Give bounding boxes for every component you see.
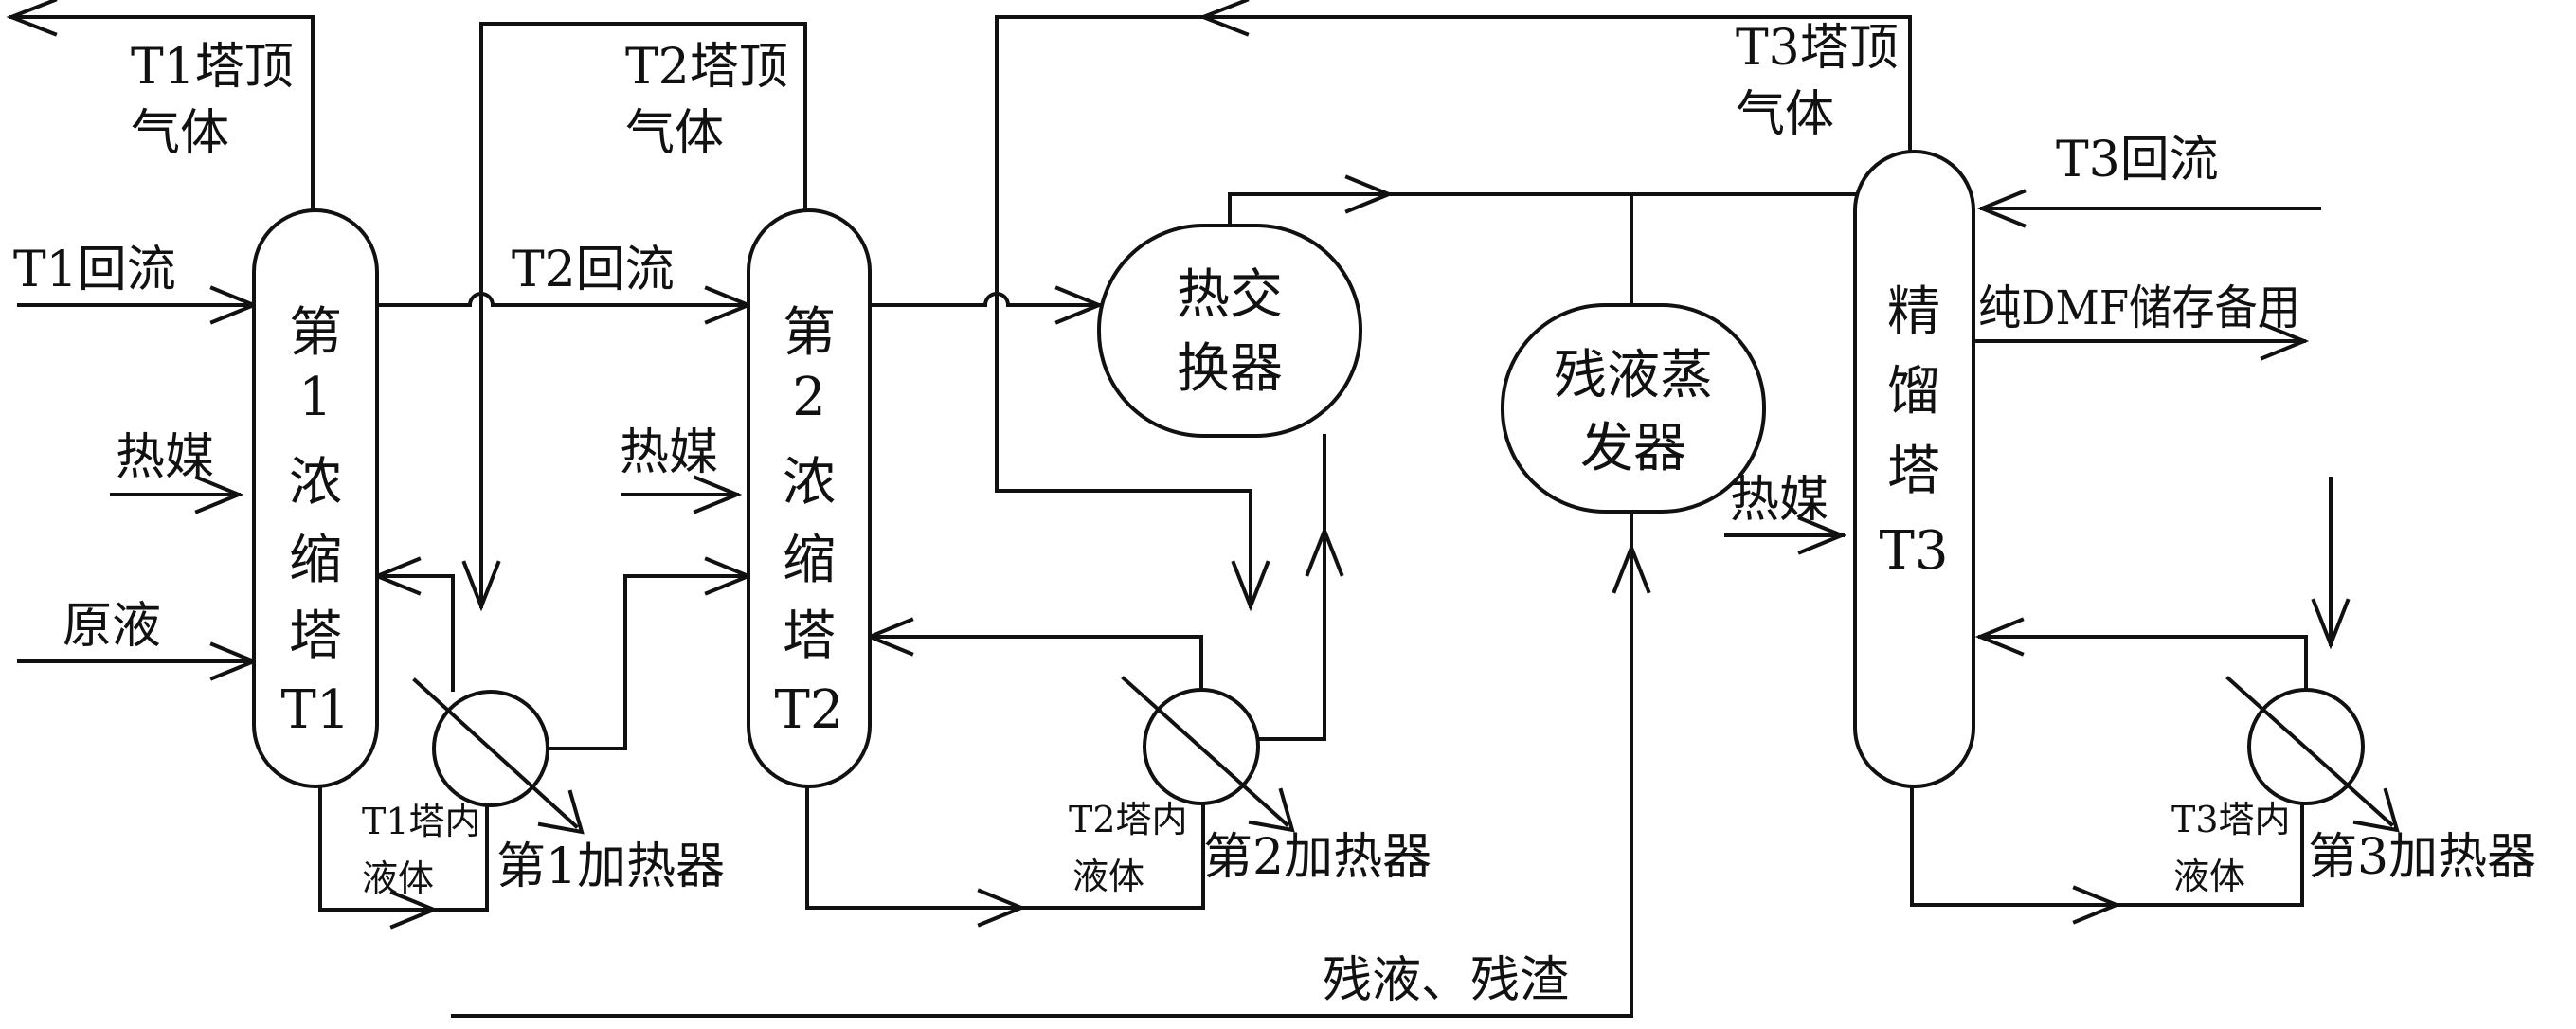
piping [9, 15, 2333, 1018]
arrow-heater1-down [461, 560, 501, 612]
t2-liquid-label-2: 液体 [1072, 856, 1144, 897]
t2-column-label-5: 塔 [783, 605, 836, 667]
heater-3-label: 第3加热器 [2308, 829, 2536, 886]
residue-evaporator-box [1501, 303, 1766, 514]
feed-label: 原液 [63, 598, 161, 655]
t2-top-gas-label-1: T2塔顶 [625, 39, 788, 96]
heater1-to-t2 [546, 574, 750, 750]
arrow-residue-up [1612, 542, 1651, 594]
t2-column-label-2: 2 [792, 367, 826, 428]
arrowheads [6, 0, 2351, 930]
heater-3-arrowhead [2352, 787, 2400, 833]
arrow-heater3-return [1974, 617, 2025, 657]
heater1-return-t1 [375, 574, 455, 692]
arrow-t3-liquid [2072, 885, 2122, 925]
t1-column-label-6: T1 [281, 679, 351, 741]
t1-column-label-5: 塔 [289, 605, 342, 667]
t1-reflux-label: T1回流 [13, 242, 176, 298]
heater-3 [2225, 676, 2400, 833]
heater2-return-t2 [868, 635, 1203, 692]
t2-liquid-label-1: T2塔内 [1069, 799, 1188, 840]
residue-evaporator-label-2: 发器 [1580, 418, 1686, 479]
heat-exchanger-label-1: 热交 [1177, 264, 1283, 326]
heater-1-diagonal [412, 677, 579, 829]
t3-column-label-1: 精 [1887, 281, 1940, 343]
t3-reflux-label: T3回流 [2056, 132, 2219, 189]
heat-exchanger-box [1097, 224, 1362, 438]
arrow-pure-dmf [2260, 321, 2310, 361]
t1-liquid-label-1: T1塔内 [362, 801, 481, 842]
t1-top-gas-label-2: 气体 [131, 105, 229, 162]
t3-column-label-3: 塔 [1887, 441, 1940, 502]
equipment [252, 150, 2400, 835]
t3-column-label-2: 馏 [1887, 361, 1940, 423]
t1-column-label-2: 1 [298, 367, 333, 428]
arrow-t1-top-gas [6, 0, 58, 37]
heat-exchanger-to-t3 [1228, 192, 1857, 227]
t1-liquid-label-2: 液体 [362, 858, 434, 899]
pure-dmf-label: 纯DMF储存备用 [1978, 280, 2300, 335]
t2-column [747, 208, 872, 788]
heater-3-diagonal [2225, 676, 2394, 827]
heat-exchanger-label-2: 换器 [1177, 338, 1283, 400]
arrow-t3-heat-medium [1797, 515, 1847, 555]
arrow-t3-top-gas [1198, 0, 1250, 37]
t1-column-label-3: 浓 [289, 452, 342, 514]
labels: 第 1 浓 缩 塔 T1 第 2 浓 缩 塔 T2 精 馏 塔 T3 热交 换器… [13, 20, 2536, 1009]
arrow-t2-heat-medium [693, 475, 743, 514]
heater-1-arrowhead [537, 789, 585, 835]
t1-column-label-1: 第 [289, 302, 342, 364]
t3-liquid-label-2: 液体 [2173, 856, 2245, 897]
arrow-t3-reflux [1976, 189, 2027, 228]
arrow-heater2-down [1231, 560, 1270, 612]
t2-reflux-label: T2回流 [512, 242, 675, 298]
residue-evaporator-label-1: 残液蒸 [1554, 345, 1713, 406]
t3-top-gas-line [995, 15, 1912, 608]
heater3-return-t3 [1978, 635, 2308, 692]
t1-column [252, 208, 379, 788]
t3-top-gas-label-2: 气体 [1736, 86, 1834, 143]
t2-column-label-3: 浓 [783, 452, 836, 514]
t2-bottom-liquid-line [805, 785, 1205, 910]
heater-1-label: 第1加热器 [496, 839, 725, 895]
heater-2-diagonal [1121, 676, 1289, 827]
heater-2-arrowhead [1248, 787, 1295, 833]
t2-column-label-1: 第 [783, 302, 836, 364]
t2-heat-medium-label: 热媒 [620, 424, 718, 481]
heater-2-label: 第2加热器 [1203, 829, 1432, 886]
arrow-heat-exchanger-to-t3 [1344, 174, 1395, 214]
residue-label: 残液、残渣 [1323, 952, 1569, 1009]
t1-heat-medium-label: 热媒 [116, 429, 214, 486]
t3-bottom-liquid-line [1910, 785, 2304, 907]
t3-liquid-label-1: T3塔内 [2171, 799, 2291, 840]
t2-top-gas-label-2: 气体 [625, 105, 724, 162]
t1-bottom-liquid-line [318, 785, 489, 912]
t1-top-gas-line [9, 15, 315, 212]
heater-2 [1121, 676, 1295, 833]
arrow-t2-liquid [977, 888, 1027, 928]
heater2-to-heat-exchanger [1254, 434, 1326, 741]
t3-column-label-4: T3 [1880, 520, 1949, 582]
arrow-heater2-up [1305, 525, 1344, 577]
t2-column-label-6: T2 [775, 679, 844, 741]
arrow-t1-heat-medium [194, 475, 244, 514]
arrow-t2-to-heat-exchanger [1054, 285, 1105, 325]
arrow-heater3-down [2311, 598, 2351, 650]
t3-top-gas-label-1: T3塔顶 [1736, 20, 1899, 77]
t1-top-gas-label-1: T1塔顶 [131, 39, 294, 96]
t3-column [1853, 150, 1975, 788]
residue-line [451, 510, 1633, 1018]
heater-1 [412, 677, 585, 835]
t2-column-label-4: 缩 [783, 530, 836, 591]
t3-heat-medium-label: 热媒 [1730, 472, 1828, 529]
heater1-feed-line [479, 22, 807, 608]
t2-to-heat-exchanger [868, 292, 1101, 307]
arrow-t1-liquid [389, 890, 440, 930]
t1-column-label-4: 缩 [289, 530, 342, 591]
